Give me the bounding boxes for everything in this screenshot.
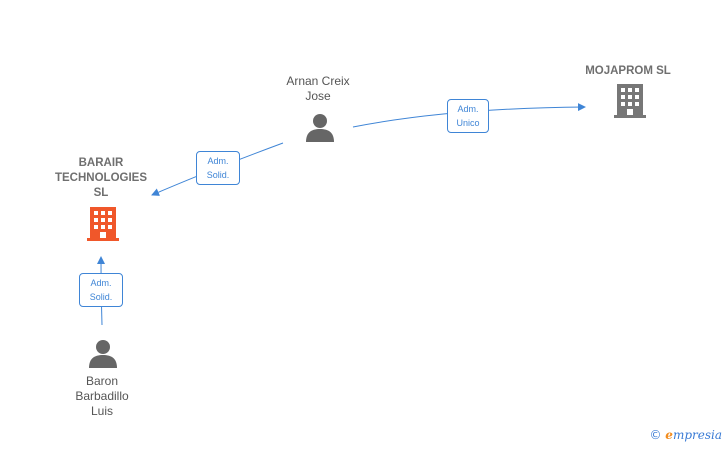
edge-label-baron-barair[interactable]: Adm. Solid. <box>79 273 123 307</box>
person-label-baron[interactable]: Baron Barbadillo Luis <box>55 374 149 419</box>
role-line1: Adm. <box>457 104 479 114</box>
empresia-logo: © empresia <box>649 428 722 442</box>
company-name-line3: SL <box>93 187 109 199</box>
role-line1: Adm. <box>207 156 229 166</box>
building-icon[interactable] <box>87 206 119 242</box>
edge-label-arnan-mojaprom[interactable]: Adm. Unico <box>447 99 489 133</box>
person-label-arnan[interactable]: Arnan Creix Jose <box>270 74 366 104</box>
logo-text: mpresia <box>672 428 722 442</box>
copyright-symbol: © <box>649 428 662 442</box>
role-line1: Adm. <box>90 278 112 288</box>
person-name-line1: Arnan Creix <box>286 74 350 88</box>
person-name-line2: Jose <box>305 89 331 103</box>
person-name-line2: Barbadillo <box>75 389 129 403</box>
person-name-line1: Baron <box>85 374 119 388</box>
person-icon[interactable] <box>88 339 118 369</box>
person-name-line3: Luis <box>90 404 113 418</box>
building-icon[interactable] <box>614 83 646 119</box>
role-line2: Solid. <box>89 292 113 302</box>
company-label-barair[interactable]: BARAIR TECHNOLOGIES SL <box>40 156 162 201</box>
person-icon[interactable] <box>305 113 335 143</box>
company-name: MOJAPROM SL <box>585 65 671 77</box>
edge-label-arnan-barair[interactable]: Adm. Solid. <box>196 151 240 185</box>
role-line2: Solid. <box>206 170 230 180</box>
role-line2: Unico <box>456 118 480 128</box>
company-name-line2: TECHNOLOGIES <box>54 172 147 184</box>
company-name-line1: BARAIR <box>78 157 124 169</box>
logo-letter: e <box>665 428 673 442</box>
company-label-mojaprom[interactable]: MOJAPROM SL <box>570 64 686 79</box>
